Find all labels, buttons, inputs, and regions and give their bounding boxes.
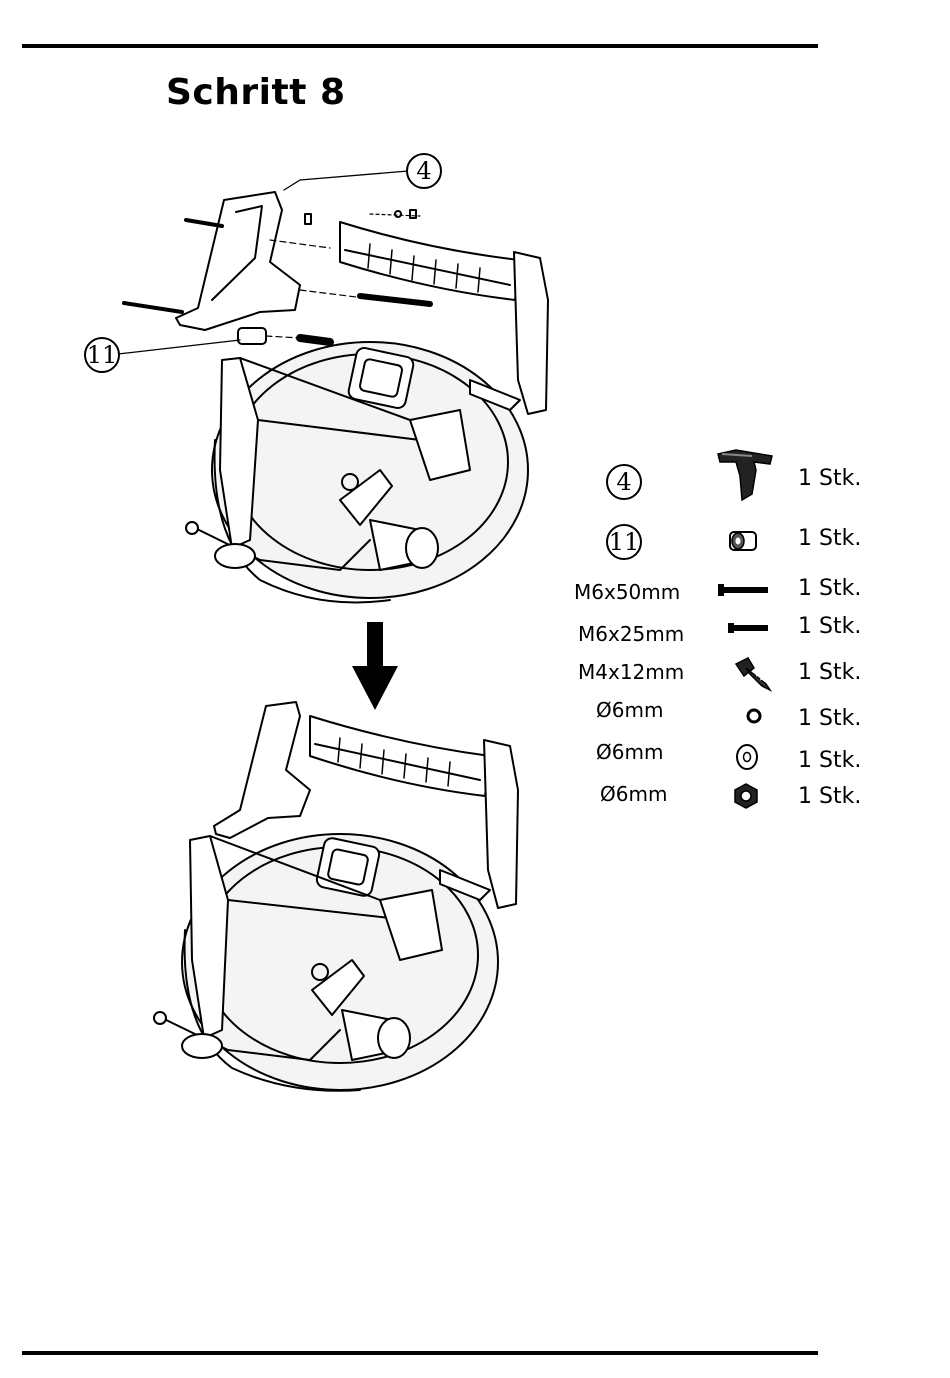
hex-nut-icon bbox=[732, 782, 760, 810]
parts-qty: 1 Stk. bbox=[798, 748, 861, 773]
countersunk-screw-icon bbox=[732, 654, 776, 694]
parts-qty: 1 Stk. bbox=[798, 526, 861, 551]
parts-qty: 1 Stk. bbox=[798, 466, 861, 491]
exploded-view-drawing bbox=[124, 192, 548, 603]
parts-row: 11 1 Stk. bbox=[560, 522, 890, 562]
parts-label: 4 bbox=[606, 464, 642, 500]
long-bolt-icon bbox=[716, 580, 772, 600]
parts-label: Ø6mm bbox=[600, 782, 667, 806]
parts-qty: 1 Stk. bbox=[798, 706, 861, 731]
parts-row: Ø6mm 1 Stk. bbox=[560, 736, 890, 776]
parts-label: M4x12mm bbox=[578, 660, 684, 684]
flat-washer-icon bbox=[734, 742, 760, 772]
parts-qty: 1 Stk. bbox=[798, 660, 861, 685]
assembled-view-drawing bbox=[154, 702, 518, 1091]
parts-label: M6x25mm bbox=[578, 622, 684, 646]
parts-qty: 1 Stk. bbox=[798, 784, 861, 809]
parts-row: 4 1 Stk. bbox=[560, 462, 890, 502]
parts-label: Ø6mm bbox=[596, 698, 663, 722]
bottom-rule bbox=[22, 1351, 818, 1355]
lock-washer-icon bbox=[744, 706, 764, 726]
parts-row: M4x12mm 1 Stk. bbox=[560, 654, 890, 694]
callout-part-4: 4 bbox=[406, 153, 442, 189]
down-arrow-icon bbox=[352, 622, 398, 710]
short-bolt-icon bbox=[726, 618, 772, 638]
parts-label: Ø6mm bbox=[596, 740, 663, 764]
parts-label: M6x50mm bbox=[574, 580, 680, 604]
parts-qty: 1 Stk. bbox=[798, 576, 861, 601]
parts-row: Ø6mm 1 Stk. bbox=[560, 778, 890, 818]
parts-row: M6x25mm 1 Stk. bbox=[560, 614, 890, 654]
parts-row: Ø6mm 1 Stk. bbox=[560, 694, 890, 734]
spacer-sleeve-icon bbox=[726, 526, 766, 556]
parts-qty: 1 Stk. bbox=[798, 614, 861, 639]
callout-part-11: 11 bbox=[84, 337, 120, 373]
armrest-bracket-icon bbox=[712, 446, 782, 506]
parts-row: M6x50mm 1 Stk. bbox=[560, 574, 890, 614]
parts-label: 11 bbox=[606, 524, 642, 560]
